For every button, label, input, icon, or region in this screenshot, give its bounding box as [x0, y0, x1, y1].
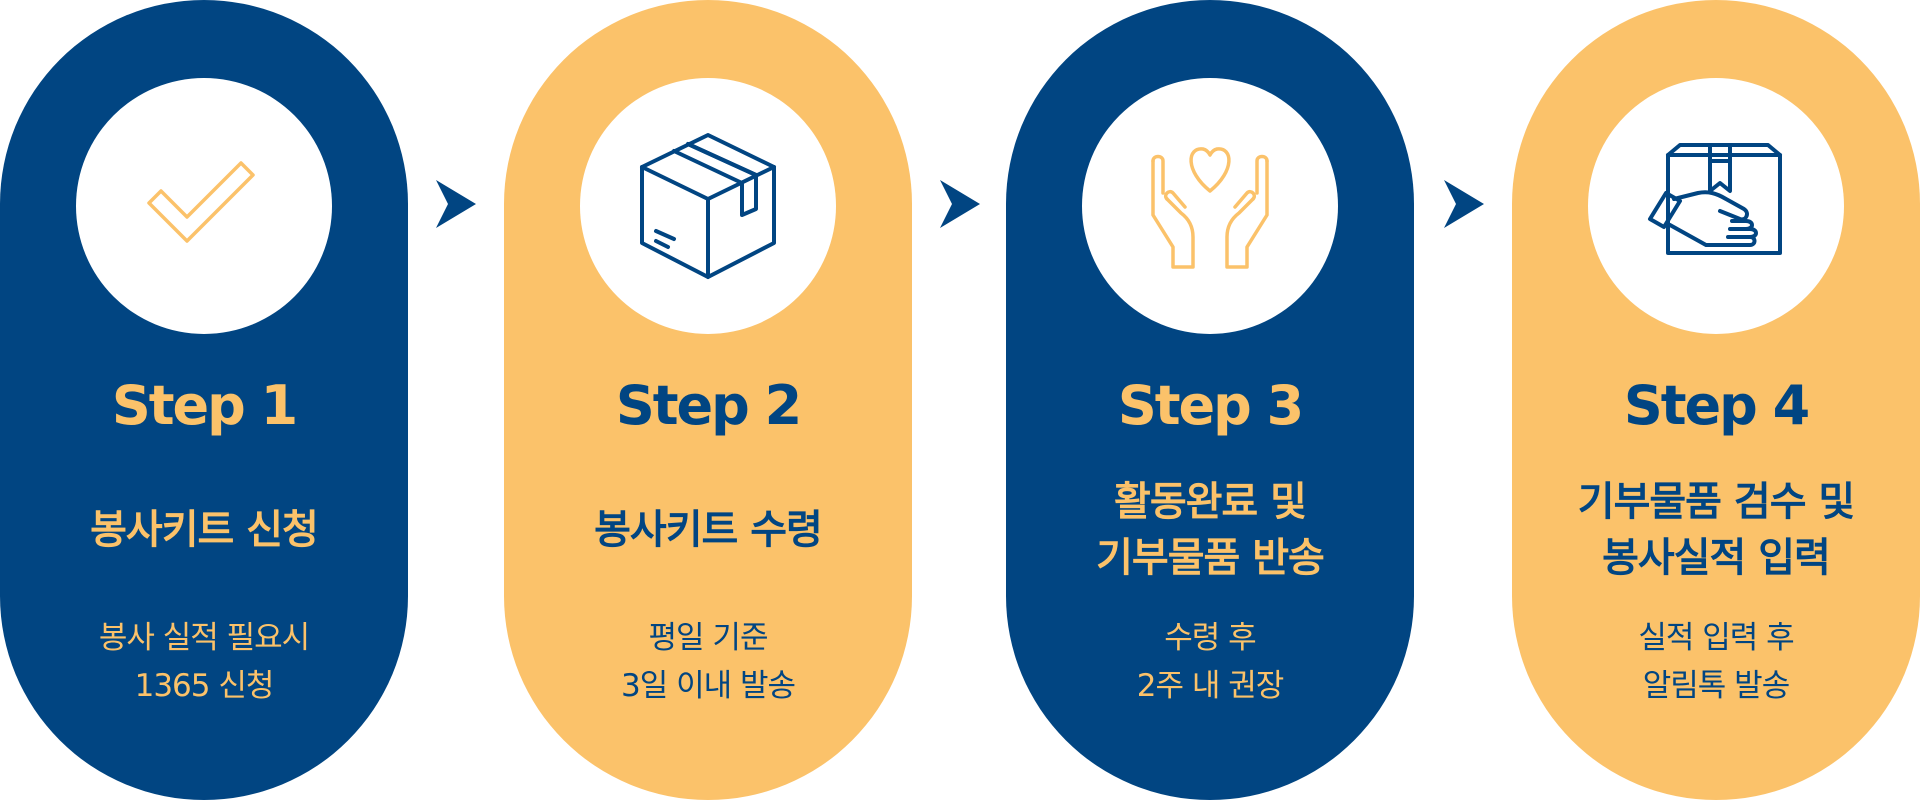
hands-heart-icon — [1151, 147, 1269, 269]
step-1-title: Step 1 — [111, 374, 298, 437]
step-4-description: 기부물품 검수 및 봉사실적 입력 — [1512, 474, 1920, 586]
step-2-note-line-2: 3일 이내 발송 — [620, 668, 796, 704]
checkmark-icon — [147, 161, 255, 243]
step-2-title: Step 2 — [615, 374, 802, 437]
step-3-icon-circle — [1082, 78, 1338, 334]
step-2-icon-circle — [580, 78, 836, 334]
step-2-note: 평일 기준 3일 이내 발송 — [504, 614, 912, 710]
step-4-note: 실적 입력 후 알림톡 발송 — [1512, 614, 1920, 710]
step-3-description-line-1: 활동완료 및 — [1114, 479, 1307, 525]
step-3-note-line-2: 2주 내 권장 — [1136, 668, 1285, 704]
step-1-description: 봉사키트 신청 — [0, 502, 408, 558]
step-1-description-line: 봉사키트 신청 — [90, 507, 319, 553]
step-2-description-line: 봉사키트 수령 — [594, 507, 823, 553]
step-1-note-line-1: 봉사 실적 필요시 — [98, 620, 310, 656]
step-3-description-line-2: 기부물품 반송 — [1096, 535, 1325, 581]
step-4-title: Step 4 — [1623, 374, 1810, 437]
step-4-note-line-2: 알림톡 발송 — [1642, 668, 1790, 704]
step-4-description-line-2: 봉사실적 입력 — [1602, 535, 1831, 581]
step-4-note-line-1: 실적 입력 후 — [1638, 620, 1794, 656]
step-3-description: 활동완료 및 기부물품 반송 — [1006, 474, 1414, 586]
step-4-icon-circle — [1588, 78, 1844, 334]
step-3-note-line-1: 수령 후 — [1164, 620, 1256, 656]
step-1-icon-circle — [76, 78, 332, 334]
box-icon — [640, 133, 776, 279]
hand-box-icon — [1648, 143, 1782, 255]
step-3-card: Step 3 활동완료 및 기부물품 반송 수령 후 2주 내 권장 — [1006, 0, 1414, 800]
step-4-description-line-1: 기부물품 검수 및 — [1577, 479, 1855, 525]
step-3-title: Step 3 — [1117, 374, 1304, 437]
step-1-note-line-2: 1365 신청 — [134, 668, 275, 704]
step-4-card: Step 4 기부물품 검수 및 봉사실적 입력 실적 입력 후 알림톡 발송 — [1512, 0, 1920, 800]
step-2-description: 봉사키트 수령 — [504, 502, 912, 558]
step-2-card: Step 2 봉사키트 수령 평일 기준 3일 이내 발송 — [504, 0, 912, 800]
step-1-card: Step 1 봉사키트 신청 봉사 실적 필요시 1365 신청 — [0, 0, 408, 800]
chevron-right-icon — [436, 180, 476, 228]
step-1-note: 봉사 실적 필요시 1365 신청 — [0, 614, 408, 710]
chevron-right-icon — [940, 180, 980, 228]
step-2-note-line-1: 평일 기준 — [648, 620, 769, 656]
chevron-right-icon — [1444, 180, 1484, 228]
step-3-note: 수령 후 2주 내 권장 — [1006, 614, 1414, 710]
